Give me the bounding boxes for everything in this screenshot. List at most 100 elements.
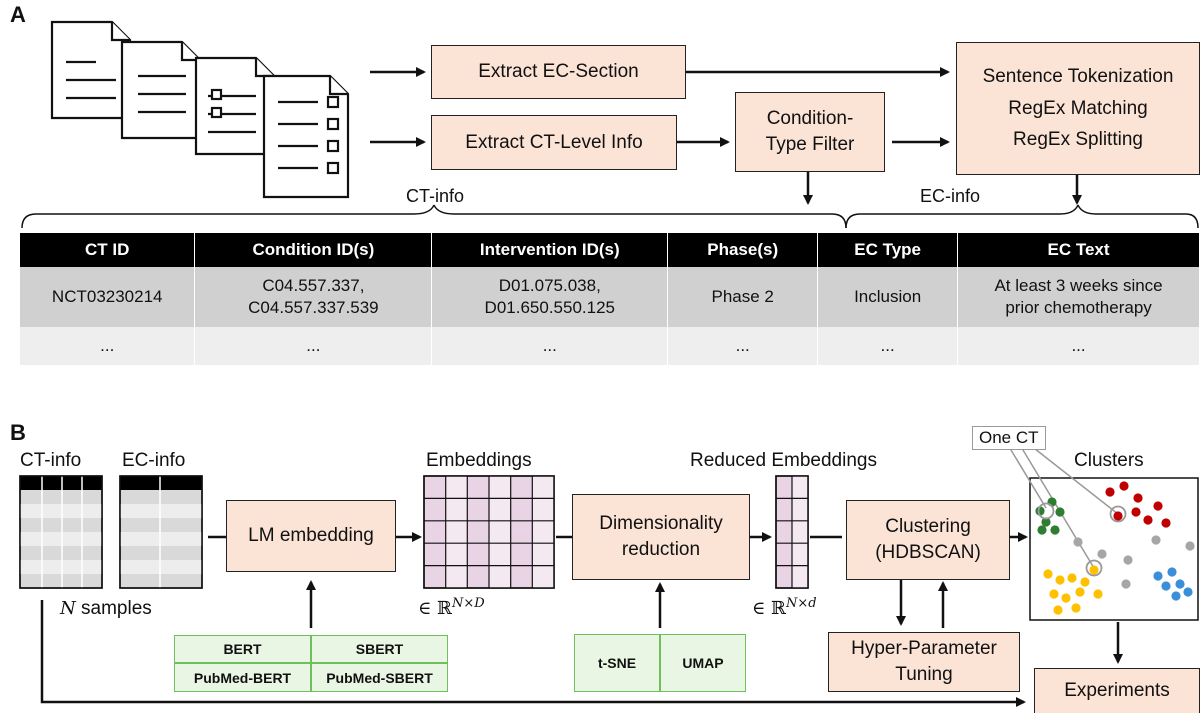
table-cell: ... <box>667 327 819 365</box>
table-row: NCT03230214 C04.557.337, C04.557.337.539… <box>20 267 1200 327</box>
gray-cluster-point <box>1151 535 1161 545</box>
reduced-space: ∈ ℝ <box>752 598 787 619</box>
table-header-row: CT ID Condition ID(s) Intervention ID(s)… <box>20 233 1200 267</box>
samples-text: samples <box>81 598 152 619</box>
yellow-cluster-point <box>1053 605 1063 615</box>
panel-a-letter: A <box>10 2 26 27</box>
extract-ec-label: Extract EC-Section <box>478 61 639 83</box>
yellow-cluster-point <box>1089 565 1099 575</box>
red-cluster-point <box>1105 487 1115 497</box>
blue-cluster-point <box>1171 591 1181 601</box>
n-symbol: N <box>60 598 76 619</box>
ct-info-label: CT-info <box>20 450 82 471</box>
red-cluster-point <box>1161 518 1171 528</box>
regex-matching-label: RegEx Matching <box>1008 97 1148 119</box>
regex-splitting-label: RegEx Splitting <box>1013 129 1143 151</box>
clustering-label: Clustering (HDBSCAN) <box>875 516 981 563</box>
header-phases: Phase(s) <box>667 233 819 267</box>
reducer-tsne: t-SNE <box>574 634 660 692</box>
clusters-box <box>1029 477 1199 621</box>
checkbox-icons <box>210 88 340 175</box>
table-row: ... ... ... ... ... ... <box>20 327 1200 365</box>
table-cell: Phase 2 <box>667 267 819 327</box>
cluster-points <box>1035 481 1195 615</box>
lm-embedding-box: LM embedding <box>226 500 396 572</box>
table-cell: ... <box>20 327 196 365</box>
header-ct-id: CT ID <box>20 233 196 267</box>
reducer-umap: UMAP <box>660 634 746 692</box>
header-intervention-ids: Intervention ID(s) <box>431 233 669 267</box>
sentence-tokenization-label: Sentence Tokenization <box>982 66 1174 88</box>
blue-cluster-point <box>1161 581 1171 591</box>
extract-ec-section-box: Extract EC-Section <box>431 45 686 99</box>
ec-processing-box: Sentence Tokenization RegEx Matching Reg… <box>956 42 1200 175</box>
gray-cluster-point <box>1123 555 1133 565</box>
blue-cluster-point <box>1183 587 1193 597</box>
table-cell: At least 3 weeks since prior chemotherap… <box>957 267 1200 327</box>
ec-info-table-icon <box>119 475 203 589</box>
model-bert: BERT <box>174 635 311 663</box>
red-cluster-point <box>1153 501 1163 511</box>
table-cell: ... <box>817 327 959 365</box>
one-ct-pointer-lines <box>1007 444 1119 569</box>
table-cell: C04.557.337, C04.557.337.539 <box>194 267 433 327</box>
reduced-space-label: ∈ ℝN×d <box>752 596 817 619</box>
condition-type-filter-box: Condition- Type Filter <box>735 92 885 172</box>
red-cluster-point <box>1133 493 1143 503</box>
model-pubmed-bert: PubMed-BERT <box>174 663 311 692</box>
clusters-title: Clusters <box>1074 450 1144 471</box>
condition-filter-label: Condition- Type Filter <box>765 108 855 155</box>
embeddings-dim: N×D <box>452 596 485 611</box>
hyper-label: Hyper-Parameter Tuning <box>851 638 997 685</box>
model-pubmed-sbert: PubMed-SBERT <box>311 663 448 692</box>
gray-cluster-point <box>1185 541 1195 551</box>
yellow-cluster-point <box>1061 593 1071 603</box>
red-cluster-point <box>1131 507 1141 517</box>
dimensionality-reduction-box: Dimensionality reduction <box>572 494 750 580</box>
dim-reduction-label: Dimensionality reduction <box>599 513 723 560</box>
embeddings-matrix <box>423 475 555 589</box>
green-cluster-point <box>1050 525 1060 535</box>
header-ec-type: EC Type <box>817 233 959 267</box>
ct-info-table-icon <box>19 475 103 589</box>
model-sbert: SBERT <box>311 635 448 663</box>
yellow-cluster-point <box>1080 577 1090 587</box>
ec-info-brace-label: EC-info <box>920 186 981 206</box>
green-cluster-point <box>1055 507 1065 517</box>
brace-ct-left <box>21 204 435 229</box>
gray-cluster-point <box>1121 579 1131 589</box>
header-ec-text: EC Text <box>957 233 1200 267</box>
table-cell: ... <box>194 327 433 365</box>
one-ct-highlight-ring <box>1085 559 1103 577</box>
n-samples-label: N samples <box>60 598 152 620</box>
yellow-cluster-point <box>1093 589 1103 599</box>
embeddings-space: ∈ ℝ <box>418 598 453 619</box>
green-cluster-point <box>1035 506 1045 516</box>
panel-b-letter: B <box>10 420 26 445</box>
extract-ct-info-box: Extract CT-Level Info <box>431 115 677 170</box>
green-cluster-point <box>1037 525 1047 535</box>
lm-embedding-label: LM embedding <box>248 525 374 547</box>
blue-cluster-point <box>1167 567 1177 577</box>
hyper-parameter-box: Hyper-Parameter Tuning <box>828 632 1020 692</box>
embeddings-title: Embeddings <box>426 450 532 471</box>
yellow-cluster-point <box>1055 575 1065 585</box>
ec-info-label: EC-info <box>122 450 186 471</box>
table-cell: NCT03230214 <box>20 267 196 327</box>
yellow-cluster-point <box>1067 573 1077 583</box>
ct-data-table: CT ID Condition ID(s) Intervention ID(s)… <box>20 233 1200 365</box>
red-cluster-point <box>1143 515 1153 525</box>
one-ct-label: One CT <box>972 426 1046 450</box>
extract-ct-label: Extract CT-Level Info <box>465 131 643 153</box>
red-cluster-point <box>1119 481 1129 491</box>
yellow-cluster-point <box>1043 569 1053 579</box>
table-cell: ... <box>957 327 1200 365</box>
clustering-box: Clustering (HDBSCAN) <box>846 500 1010 580</box>
green-cluster-point <box>1041 517 1051 527</box>
blue-cluster-point <box>1175 579 1185 589</box>
table-cell: ... <box>431 327 669 365</box>
reduced-dim: N×d <box>786 596 817 611</box>
one-ct-highlight-ring <box>1037 502 1055 520</box>
gray-cluster-point <box>1073 537 1083 547</box>
